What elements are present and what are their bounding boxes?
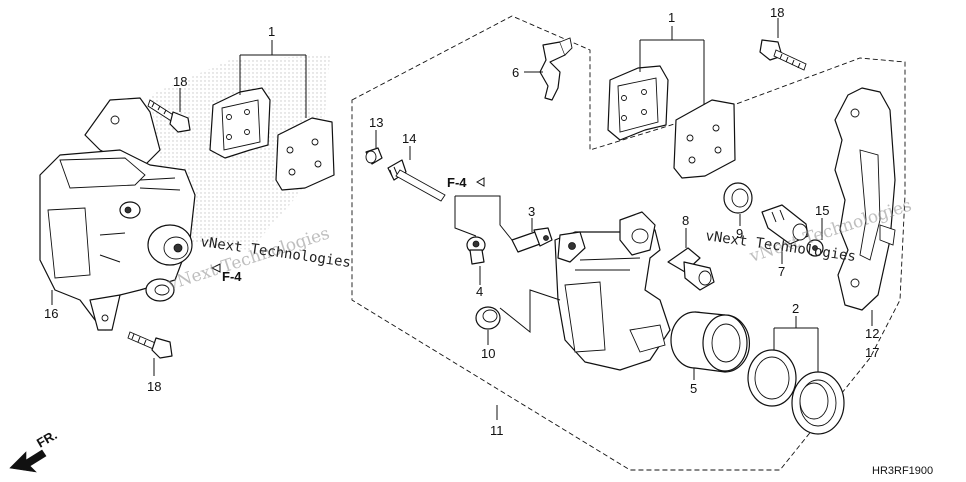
fr-direction-arrow-icon <box>9 449 47 473</box>
right-caliper-body <box>554 211 671 371</box>
f4-right-arrow-icon <box>475 177 485 187</box>
leader-lines <box>51 18 873 420</box>
caliper-pin <box>387 159 446 202</box>
caliper-bracket <box>834 87 896 311</box>
direction-label: FR. <box>34 427 60 450</box>
part-number-6: 6 <box>512 65 519 80</box>
part-number-12: 12 <box>865 326 879 341</box>
slide-pin-boot <box>475 306 501 330</box>
pin-boot-small <box>365 147 383 165</box>
left-lower-bolt <box>127 331 173 359</box>
part-number-18-top-left: 18 <box>173 74 187 89</box>
part-number-17: 17 <box>865 345 879 360</box>
part-number-4: 4 <box>476 284 483 299</box>
part-number-14: 14 <box>402 131 416 146</box>
part-number-8: 8 <box>682 213 689 228</box>
bleeder-cap <box>466 236 486 265</box>
left-caliper-assembly <box>39 97 196 331</box>
part-number-1-right: 1 <box>668 10 675 25</box>
right-bracket-bolt <box>759 39 807 71</box>
f4-reference-right: F-4 <box>447 175 467 190</box>
left-upper-bolt <box>147 99 191 133</box>
right-brake-pad-outer <box>673 99 736 179</box>
f4-reference-left: F-4 <box>222 269 242 284</box>
part-number-15: 15 <box>815 203 829 218</box>
left-brake-pad-outer <box>275 117 335 191</box>
part-number-3: 3 <box>528 204 535 219</box>
part-number-18-bottom-left: 18 <box>147 379 161 394</box>
f4-left-arrow-icon <box>210 263 221 273</box>
part-number-13: 13 <box>369 115 383 130</box>
part-number-18-top-right: 18 <box>770 5 784 20</box>
part-number-10: 10 <box>481 346 495 361</box>
caliper-piston <box>670 311 750 373</box>
part-number-5: 5 <box>690 381 697 396</box>
left-brake-pad-inner <box>209 87 271 159</box>
assembly-outline <box>351 15 906 471</box>
diagram-code: HR3RF1900 <box>872 465 933 477</box>
pad-spring <box>539 37 573 101</box>
bracket-pin <box>761 204 809 245</box>
part-number-7: 7 <box>778 264 785 279</box>
dust-seal <box>791 371 845 435</box>
slide-pin <box>667 247 715 291</box>
retainer-clip <box>806 239 824 257</box>
part-number-16: 16 <box>44 306 58 321</box>
part-number-2: 2 <box>792 301 799 316</box>
right-brake-pad-inner <box>607 65 669 141</box>
bleeder-screw <box>511 227 553 253</box>
pin-boot-large <box>723 182 753 214</box>
part-number-1-left: 1 <box>268 24 275 39</box>
piston-seal <box>747 349 797 407</box>
part-number-11: 11 <box>490 423 504 438</box>
part-number-9: 9 <box>736 226 743 241</box>
